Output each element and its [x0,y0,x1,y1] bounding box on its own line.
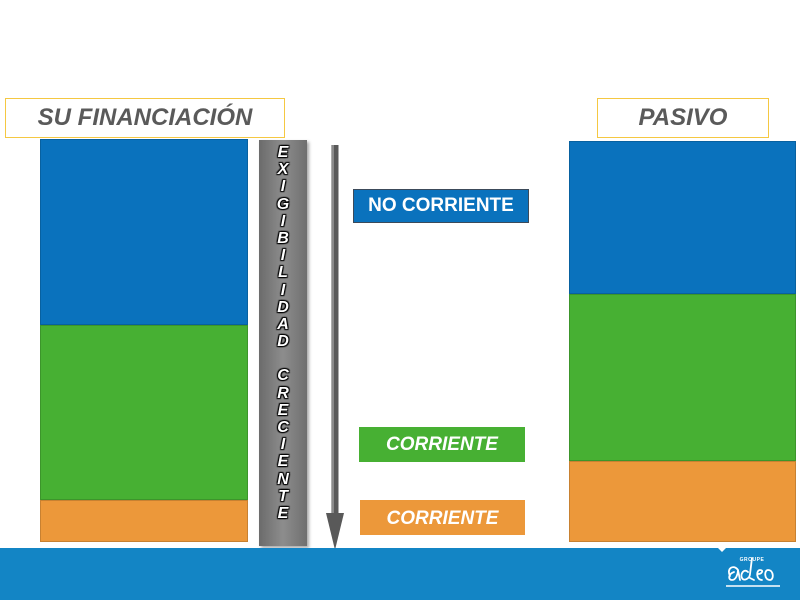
exigibilidad-letter: A [277,315,289,333]
exigibilidad-letter: B [277,229,289,247]
financiacion-corriente-green-block [40,325,248,500]
pasivo-corriente-green-block [569,294,796,461]
exigibilidad-letter: E [277,504,289,522]
exigibilidad-letter: C [277,419,289,436]
footer-band [0,548,800,600]
exigibilidad-letter: L [278,264,288,282]
exigibilidad-letter: X [277,161,289,179]
exigibilidad-letter: E [277,453,289,471]
exigibilidad-letter: I [280,178,286,196]
exigibilidad-letter: C [277,367,289,385]
groupe-adeo-logo: GROUPE [718,548,786,592]
adeo-logo-icon [718,548,780,587]
financiacion-no-corriente-block [40,139,248,325]
pasivo-corriente-orange-block [569,461,796,542]
exigibilidad-letter: I [280,247,286,265]
exigibilidad-letter: D [277,298,289,316]
exigibilidad-letter: R [277,384,289,402]
su-financiacion-title: SU FINANCIACIÓN [5,98,285,138]
pasivo-no-corriente-block [569,141,796,294]
exigibilidad-letter: E [277,401,289,419]
no-corriente-label: NO CORRIENTE [353,189,529,223]
down-arrow-icon [326,145,344,550]
corriente-green-label: CORRIENTE [359,427,525,462]
exigibilidad-letter: E [277,144,289,161]
exigibilidad-letter: G [276,195,290,213]
exigibilidad-letter: N [277,470,289,488]
groupe-text: GROUPE [739,557,765,563]
corriente-orange-label: CORRIENTE [360,500,525,535]
exigibilidad-letter: I [280,281,286,299]
exigibilidad-letter: I [280,436,286,454]
exigibilidad-letter: D [277,333,289,351]
exigibilidad-letter: I [280,212,286,230]
exigibilidad-letter: T [278,487,288,505]
financiacion-corriente-orange-block [40,500,248,542]
pasivo-title: PASIVO [597,98,769,138]
